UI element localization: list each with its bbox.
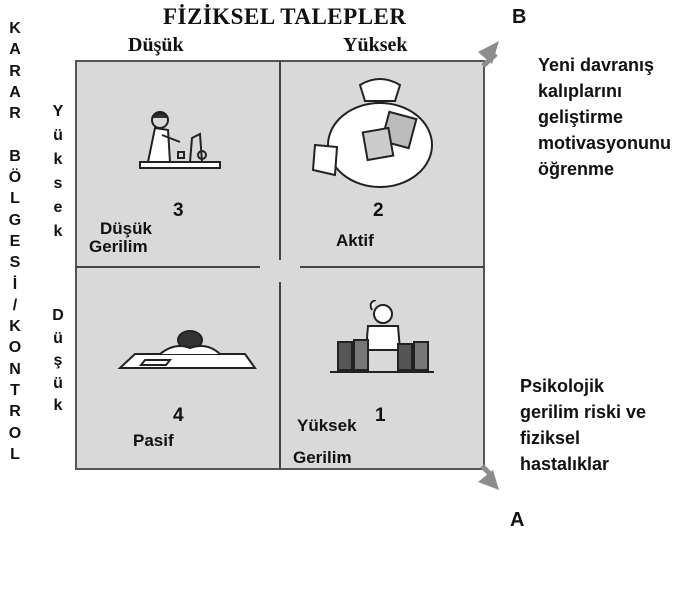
quadrant-3-number: 3 (173, 200, 184, 221)
people-at-table-icon (311, 78, 433, 188)
row-high-letter: e (53, 199, 63, 216)
quadrant-1-label-line2: Gerilim (293, 448, 352, 467)
quadrant-3-label-line2: Gerilim (89, 237, 148, 256)
quadrant-3-label-line1: Düşük (100, 219, 152, 238)
left-axis-letter: O (8, 339, 22, 357)
row-low-letter: ş (53, 352, 63, 369)
diagram-title: FİZİKSEL TALEPLER (163, 4, 407, 29)
left-axis-letter: L (10, 445, 20, 463)
left-axis-letter: G (8, 211, 22, 229)
arrow-b-description-line: öğrenme (538, 159, 615, 179)
grid-divider-vertical-bottom (279, 282, 281, 470)
scientist-microscope-icon (139, 111, 221, 169)
row-high-letter: ü (53, 127, 63, 144)
left-axis-letter: İ (12, 275, 18, 293)
left-axis-letter: / (12, 296, 18, 314)
quadrant-2-label: Aktif (336, 231, 374, 250)
arrow-a-description-line: Psikolojik (520, 376, 605, 396)
arrow-b-icon (478, 41, 499, 68)
quadrant-1-number: 1 (375, 405, 386, 426)
left-axis-letter: S (9, 254, 21, 272)
quadrant-4-label: Pasif (133, 431, 174, 450)
arrow-b-letter: B (512, 6, 527, 28)
arrow-b-description-line: geliştirme (538, 107, 624, 127)
grid-divider-horizontal-left (75, 266, 260, 268)
left-axis-letter: K (9, 318, 21, 336)
left-axis-letter: R (9, 403, 21, 421)
row-high-letter: k (53, 151, 63, 168)
row-high-letter: s (53, 175, 63, 192)
left-axis-letter: B (9, 147, 21, 165)
arrow-b-description-line: kalıplarını (538, 81, 623, 101)
row-low-letter: ü (53, 329, 63, 347)
arrow-a-icon (478, 464, 499, 490)
grid-divider-horizontal-right (300, 266, 485, 268)
column-label-high: Yüksek (343, 34, 408, 56)
person-sleeping-at-desk-icon (117, 330, 257, 369)
row-high-letter: Y (52, 103, 64, 120)
row-low-letter: D (52, 307, 64, 324)
arrow-a-letter: A (510, 509, 525, 531)
left-axis-letter: N (9, 360, 21, 378)
quadrant-2-number: 2 (373, 200, 384, 221)
left-axis-letter: A (9, 83, 21, 101)
left-axis-letter: L (10, 190, 20, 208)
left-axis-letter: Ö (8, 169, 22, 187)
left-axis-letter: K (9, 20, 21, 37)
left-axis-letter: R (9, 62, 21, 80)
left-axis-letter: T (10, 382, 20, 400)
left-axis-letter: E (9, 232, 21, 250)
stressed-person-paperwork-icon (330, 300, 434, 373)
arrow-b-description-line: motivasyonunu (538, 133, 672, 153)
grid-divider-vertical-top (279, 60, 281, 260)
quadrant-1-label-line1: Yüksek (297, 416, 357, 435)
arrow-a-description-line: hastalıklar (520, 454, 610, 474)
arrow-b-description-line: Yeni davranış (538, 55, 655, 75)
left-axis-letter: A (9, 41, 21, 59)
quadrant-4-number: 4 (173, 405, 184, 426)
row-low-letter: k (53, 397, 63, 414)
left-axis-letter: O (8, 424, 22, 442)
arrow-a-description: Psikolojik gerilim riski ve fiziksel hastal… (520, 373, 646, 477)
arrow-b-description: Yeni davranış kalıplarını geliştirme motiva… (538, 52, 671, 182)
row-high-letter: k (53, 223, 63, 240)
column-label-low: Düşük (128, 34, 184, 56)
left-axis-letter: R (9, 105, 21, 123)
arrow-a-description-line: gerilim riski ve (520, 402, 647, 422)
arrow-a-description-line: fiziksel (520, 428, 581, 448)
row-low-letter: ü (53, 374, 63, 392)
